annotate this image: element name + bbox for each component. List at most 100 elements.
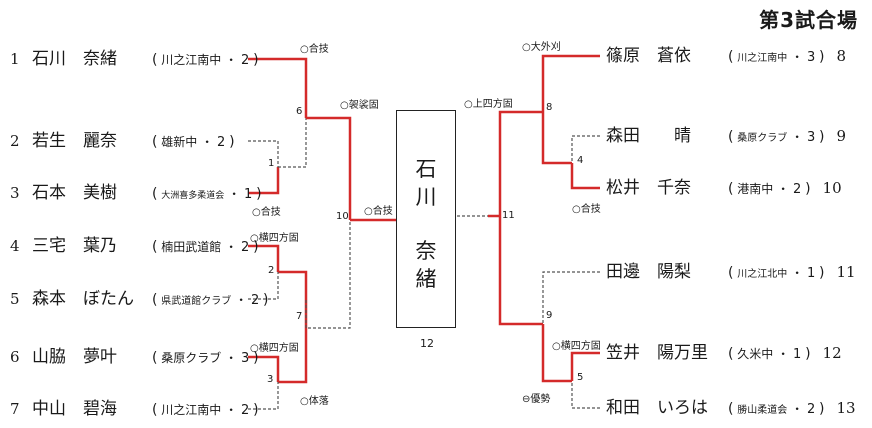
winner-char: 緒	[415, 267, 437, 291]
entry-grade: 1	[243, 187, 253, 202]
entry-grade: 3	[240, 351, 250, 366]
entry-row: 4 三宅 葉乃 ( 楠田武道館 ・ 2 )	[10, 236, 259, 256]
entry-name: 森本 ぼたん	[32, 289, 134, 309]
entry-team: 雄新中	[161, 135, 198, 149]
entry-row: 田邊 陽梨 ( 川之江北中 ・ 1 ) 11	[606, 262, 856, 282]
match-number: 4	[577, 155, 584, 166]
result-label: ○体落	[300, 396, 329, 407]
entry-grade: 2	[240, 403, 250, 418]
entry-grade: 1	[792, 347, 802, 362]
win-line-e10	[570, 163, 600, 190]
entry-number: 11	[836, 263, 856, 281]
entry-row: 7 中山 碧海 ( 川之江南中 ・ 2 )	[10, 399, 259, 419]
entry-row: 和田 いろは ( 勝山柔道会 ・ 2 ) 13	[606, 398, 856, 418]
entry-name: 和田 いろは	[606, 398, 708, 418]
entry-number: 13	[836, 399, 856, 417]
entry-row: 松井 千奈 ( 港南中 ・ 2 ) 10	[606, 178, 842, 198]
entry-row: 3 石本 美樹 ( 大洲喜多柔道会 ・ 1 )	[10, 183, 262, 203]
result-label: ○合技	[300, 44, 329, 55]
entry-grade: 2	[250, 293, 260, 308]
entry-team: 桑原クラブ	[161, 351, 222, 365]
entry-name: 田邊 陽梨	[606, 262, 691, 282]
line-m1-m6	[278, 118, 307, 168]
entry-number: 3	[10, 184, 20, 202]
page-title: 第3試合場	[759, 8, 858, 32]
match-number: 9	[546, 310, 553, 321]
match-number: 11	[502, 210, 515, 221]
entry-name: 笠井 陽万里	[606, 343, 708, 363]
entry-team: 大洲喜多柔道会	[161, 191, 225, 201]
entry-team: 川之江南中	[737, 53, 788, 64]
winner-char: 石	[415, 157, 437, 181]
lose-line-e5	[248, 272, 279, 300]
entry-name: 中山 碧海	[32, 399, 117, 419]
result-label: ○合技	[252, 207, 281, 218]
entry-number: 1	[10, 50, 20, 68]
entry-number: 2	[10, 132, 20, 150]
win-line-m8	[498, 110, 543, 216]
match-number: 12	[420, 337, 434, 350]
result-label: ○合技	[364, 206, 393, 217]
entry-row: 笠井 陽万里 ( 久米中 ・ 1 ) 12	[606, 343, 842, 363]
entry-name: 松井 千奈	[606, 178, 691, 198]
entry-grade: 2	[240, 53, 250, 68]
winner-box: 石 川 奈 緒	[396, 110, 456, 328]
entry-team: 桑原クラブ	[737, 133, 788, 144]
entry-number: 9	[836, 127, 847, 145]
entry-team: 港南中	[737, 182, 774, 196]
win-line-m4	[541, 112, 572, 165]
entry-name: 三宅 葉乃	[32, 236, 117, 256]
entry-team: 県武道館クラブ	[161, 296, 232, 307]
win-line-e8	[541, 54, 600, 112]
match-number: 10	[336, 211, 349, 222]
lose-line-e9	[571, 135, 600, 163]
entry-name: 篠原 蒼依	[606, 46, 691, 66]
entry-grade: 2	[216, 135, 226, 150]
win-line-e12	[570, 351, 600, 381]
winner-char: 川	[415, 185, 437, 209]
entry-row: 篠原 蒼依 ( 川之江南中 ・ 3 ) 8	[606, 46, 847, 66]
win-line-m9	[498, 216, 543, 326]
entry-team: 勝山柔道会	[737, 405, 788, 416]
entry-name: 森田 晴	[606, 126, 691, 146]
entry-number: 6	[10, 348, 20, 366]
entry-name: 山脇 夢叶	[32, 347, 117, 367]
win-line-m6	[306, 116, 352, 220]
entry-grade: 3	[806, 50, 816, 65]
entry-number: 8	[836, 47, 847, 65]
win-line-e3	[248, 167, 280, 195]
lose-line-e7	[248, 382, 279, 410]
entry-row: 森田 晴 ( 桑原クラブ ・ 3 ) 9	[606, 126, 847, 146]
match-number: 5	[577, 372, 584, 383]
entry-row: 1 石川 奈緒 ( 川之江南中 ・ 2 )	[10, 49, 259, 69]
win-line-m5	[541, 324, 572, 383]
result-label: ○横四方固	[552, 341, 601, 352]
match-number: 6	[296, 106, 303, 117]
entry-team: 川之江南中	[161, 403, 222, 417]
match-number: 3	[267, 374, 274, 385]
result-label: ○横四方固	[250, 233, 299, 244]
result-label: ○合技	[572, 204, 601, 215]
entry-grade: 2	[792, 182, 802, 197]
entry-number: 10	[822, 179, 842, 197]
entry-row: 6 山脇 夢叶 ( 桑原クラブ ・ 3 )	[10, 347, 259, 367]
entry-row: 2 若生 麗奈 ( 雄新中 ・ 2 )	[10, 131, 235, 151]
match-number: 7	[296, 311, 303, 322]
entry-team: 楠田武道館	[161, 240, 222, 254]
lose-line-e11	[542, 271, 600, 324]
entry-name: 石本 美樹	[32, 183, 117, 203]
entry-number: 5	[10, 290, 20, 308]
entry-name: 若生 麗奈	[32, 131, 117, 151]
win-line-m2	[278, 270, 308, 300]
entry-grade: 2	[240, 240, 250, 255]
result-label: ○袈裟固	[340, 100, 379, 111]
match-number: 8	[546, 102, 553, 113]
entry-grade: 1	[806, 266, 816, 281]
entry-team: 川之江北中	[737, 269, 788, 280]
entry-row: 5 森本 ぼたん ( 県武道館クラブ ・ 2 )	[10, 289, 269, 309]
entry-number: 12	[822, 344, 842, 362]
lose-line-e2	[248, 140, 279, 167]
win-line-e1	[248, 57, 308, 118]
entry-number: 4	[10, 237, 20, 255]
